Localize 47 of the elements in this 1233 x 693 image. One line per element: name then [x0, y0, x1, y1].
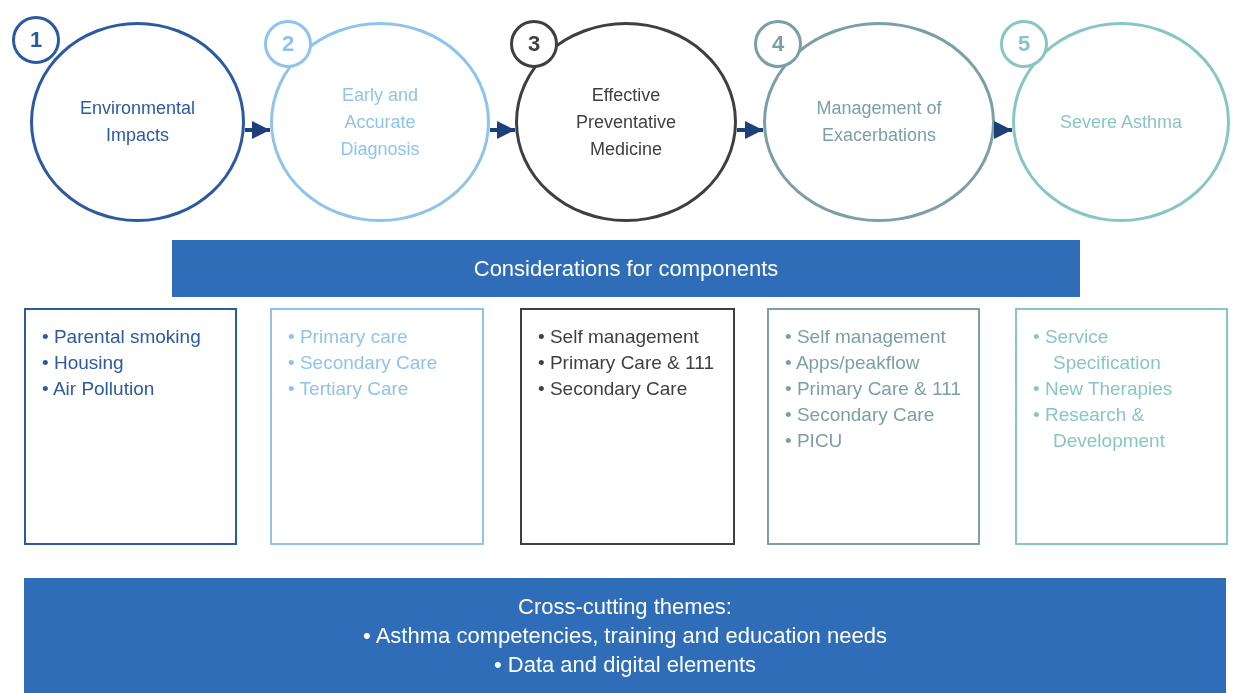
bullet-item: • Apps/peakflow	[785, 351, 921, 375]
stage-title: Environmental Impacts	[78, 97, 197, 147]
bullet-item: • Primary Care & 111	[538, 351, 714, 375]
stage-title: Management of Exacerbations	[815, 97, 943, 147]
stage-title: Severe Asthma	[1058, 110, 1184, 134]
banner	[24, 578, 1226, 693]
component-box	[767, 308, 980, 545]
step-number: 3	[527, 31, 541, 57]
bullet-item: • Primary Care & 111	[785, 377, 961, 401]
arrow	[737, 121, 763, 139]
stage-title: Effective Preventative Medicine	[574, 83, 678, 161]
component-box	[1015, 308, 1228, 545]
step-number: 5	[1017, 31, 1031, 57]
banner-title: Considerations for components	[473, 255, 779, 283]
bullet-item: • Primary care	[288, 325, 409, 349]
component-box	[270, 308, 484, 545]
step-number: 4	[771, 31, 785, 57]
component-box	[520, 308, 735, 545]
bullet-item: • Data and digital elements	[493, 651, 757, 679]
bullet-item: • Tertiary Care	[288, 377, 410, 401]
arrow	[245, 121, 270, 139]
bullet-item: • Parental smoking	[42, 325, 201, 349]
bullet-item: • Secondary Care	[538, 377, 689, 401]
banner-title: Cross-cutting themes:	[518, 593, 732, 621]
bullet-item: • New Therapies	[1033, 377, 1174, 401]
bullet-item: • Research & Development	[1033, 403, 1166, 453]
step-number-circle	[12, 16, 60, 64]
bullet-item: • PICU	[785, 429, 844, 453]
step-number-circle	[264, 20, 312, 68]
bullet-item: • Air Pollution	[42, 377, 156, 401]
step-number: 2	[281, 31, 295, 57]
bullet-item: • Secondary Care	[785, 403, 936, 427]
stage-title: Early and Accurate Diagnosis	[339, 83, 421, 161]
bullet-item: • Self management	[785, 325, 947, 349]
step-number-circle	[510, 20, 558, 68]
step-number-circle	[754, 20, 802, 68]
bullet-item: • Self management	[538, 325, 700, 349]
bullet-item: • Asthma competencies, training and education needs	[363, 622, 887, 650]
arrow	[994, 121, 1012, 139]
arrow	[490, 121, 515, 139]
bullet-item: • Service Specification	[1033, 325, 1162, 375]
bullet-item: • Secondary Care	[288, 351, 438, 375]
step-number-circle	[1000, 20, 1048, 68]
component-box	[24, 308, 237, 545]
bullet-item: • Housing	[42, 351, 125, 375]
step-number: 1	[29, 27, 43, 53]
banner	[172, 240, 1080, 297]
